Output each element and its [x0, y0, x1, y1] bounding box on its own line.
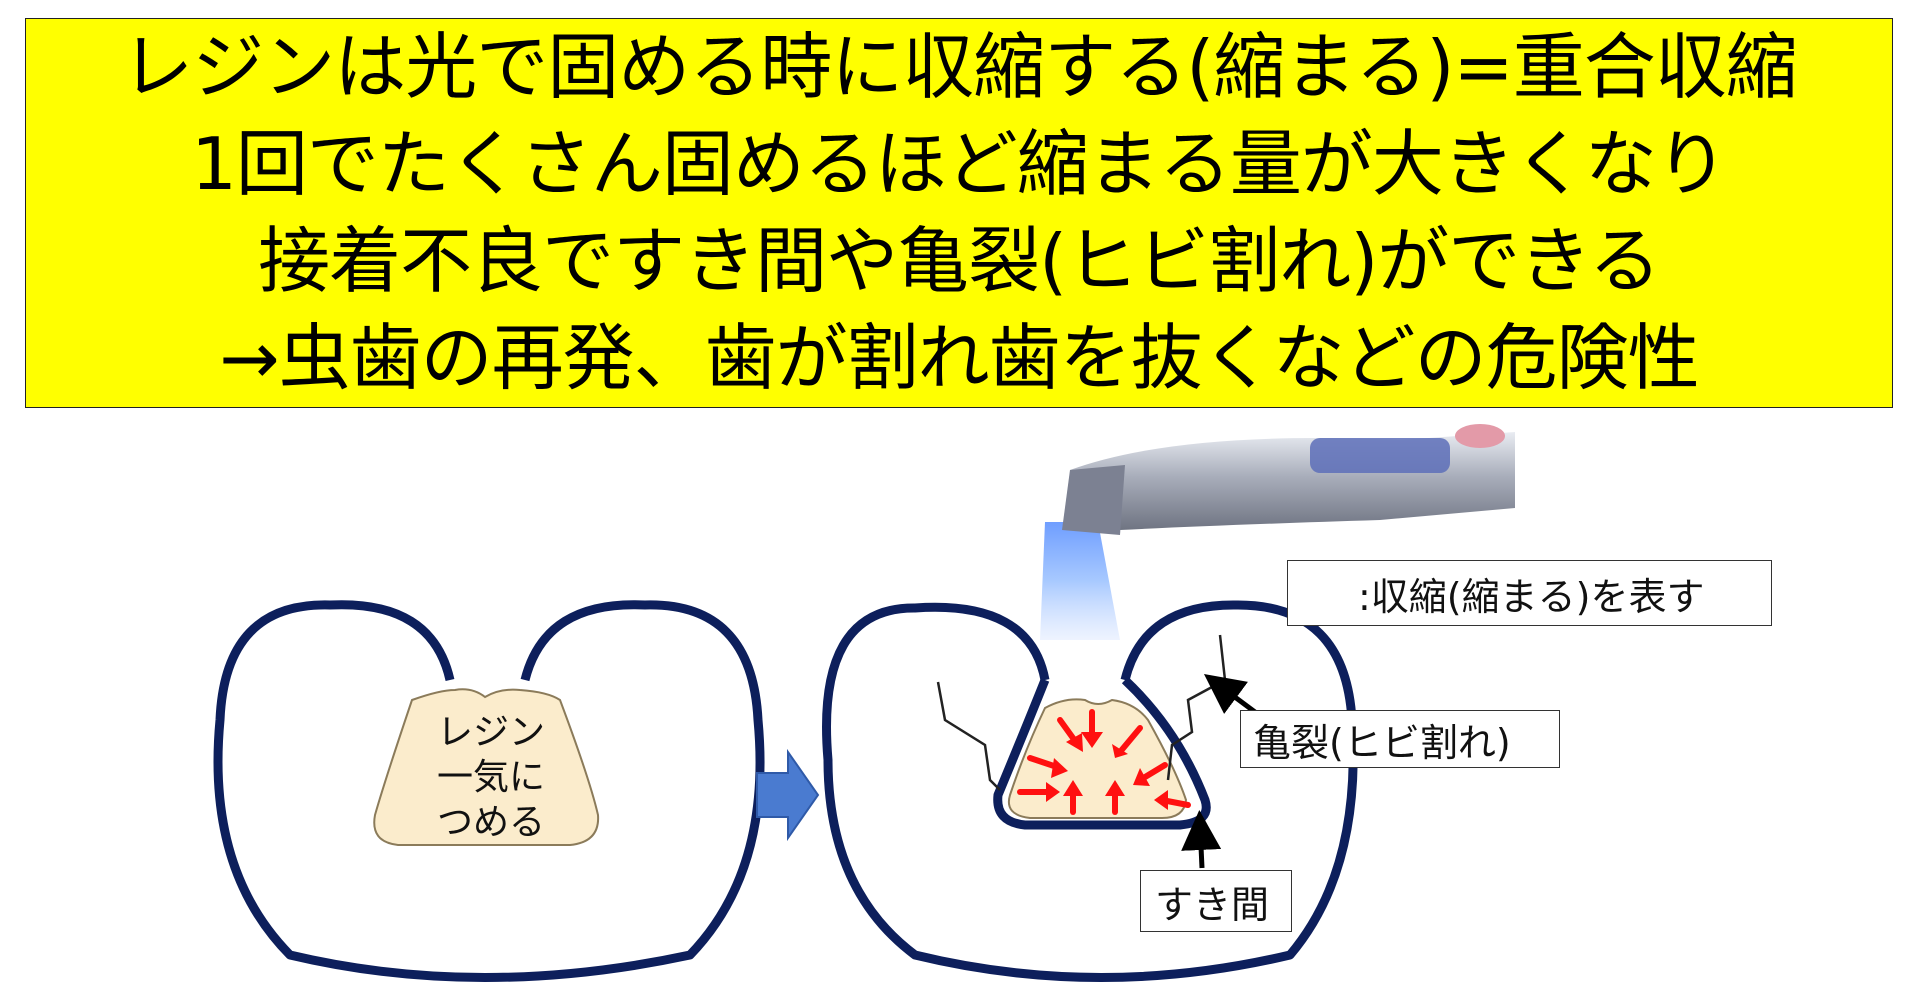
- curing-light-icon: [1040, 424, 1515, 640]
- shrink-arrow-icon: [1063, 780, 1083, 815]
- right-arrow-icon: [756, 748, 820, 842]
- banner-line-2: 1回でたくさん固めるほど縮まる量が大きくなり: [191, 122, 1728, 206]
- crack-line-left: [936, 681, 1001, 791]
- gap-label-box: すき間: [1140, 870, 1292, 932]
- banner-line-3: 接着不良ですき間や亀裂(ヒビ割れ)ができる: [258, 219, 1661, 303]
- shrink-arrow-icon: [1017, 782, 1060, 802]
- shrink-arrow-icon: [1027, 755, 1068, 778]
- resin-line-3: つめる: [436, 802, 545, 843]
- gap-pointer: [1181, 810, 1222, 869]
- resin-label: レジン 一気に つめる: [406, 710, 576, 845]
- crack-label: 亀裂(ヒビ割れ): [1253, 720, 1511, 765]
- shrink-arrow-icon: [1154, 790, 1191, 810]
- banner-line-4: →虫歯の再発、歯が割れ歯を抜くなどの危険性: [219, 316, 1699, 400]
- resin-line-1: レジン: [436, 712, 545, 753]
- shrink-arrow-icon: [1105, 780, 1125, 815]
- legend-text: :収縮(縮まる)を表す: [1358, 574, 1705, 619]
- crack-line-right: [1166, 634, 1227, 781]
- crack-label-box: 亀裂(ヒビ割れ): [1240, 710, 1560, 768]
- shrink-arrow-icon: [1057, 717, 1083, 752]
- gap-label: すき間: [1155, 882, 1270, 927]
- legend-box: :収縮(縮まる)を表す: [1287, 560, 1772, 626]
- shrink-arrow-icon: [1133, 762, 1168, 786]
- resin-line-2: 一気に: [436, 757, 545, 798]
- shrink-arrow-icon: [1081, 709, 1103, 748]
- banner-line-1: レジンは光で固める時に収縮する(縮まる)=重合収縮: [121, 25, 1798, 109]
- left-resin-fill: [373, 688, 600, 846]
- crack-pointer: [1203, 674, 1257, 715]
- shrink-arrow-icon: [1112, 725, 1143, 758]
- shrink-arrows: [1017, 709, 1191, 815]
- title-banner: レジンは光で固める時に収縮する(縮まる)=重合収縮 1回でたくさん固めるほど縮ま…: [25, 18, 1893, 408]
- left-tooth-outline: [213, 600, 765, 982]
